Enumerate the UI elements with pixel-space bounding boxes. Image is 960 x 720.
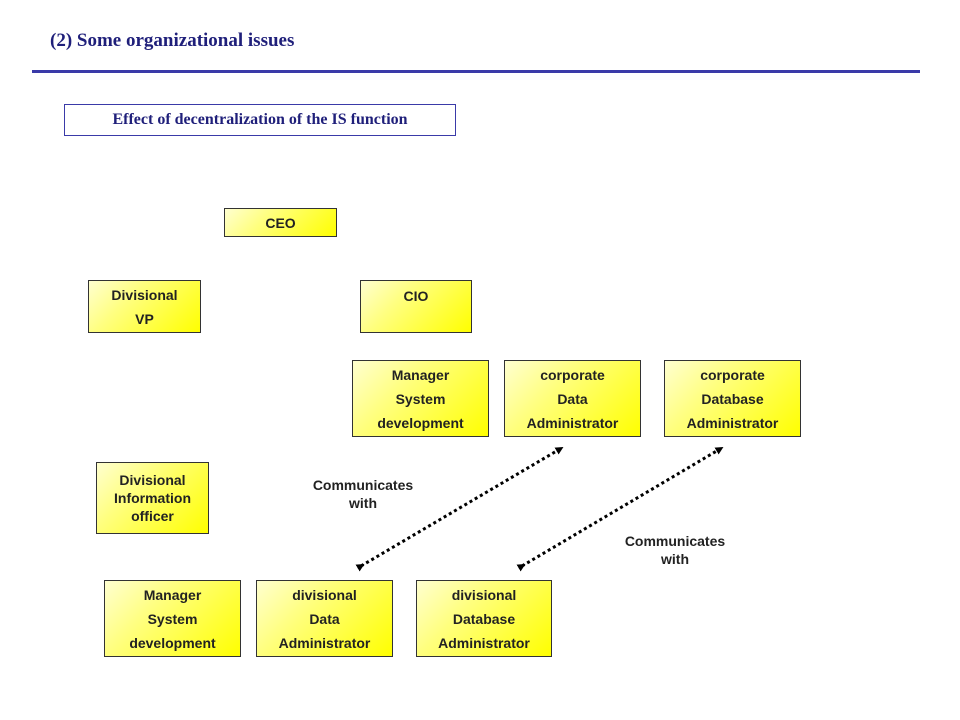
div-info-officer-line-2: Information	[114, 490, 191, 506]
divisional-database-administrator-box: divisional Database Administrator	[416, 580, 552, 657]
comm-1-line-1: Communicates	[312, 477, 414, 493]
corporate-db-admin-line-3: Administrator	[686, 414, 779, 431]
comm-2-line-1: Communicates	[624, 533, 726, 549]
comm-2-line-2: with	[661, 551, 689, 567]
corporate-manager-line-3: development	[377, 414, 464, 431]
divisional-vp-line-1: Divisional	[111, 286, 178, 303]
page-title: (2) Some organizational issues	[50, 30, 295, 51]
div-db-admin-line-1: divisional	[451, 586, 517, 603]
div-data-admin-line-2: Data	[309, 610, 340, 627]
div-info-officer-line-1: Divisional	[119, 472, 186, 488]
cio-box: CIO	[360, 280, 472, 333]
communicates-with-label-2: Communicates with	[610, 532, 740, 568]
divisional-vp-box: Divisional VP	[88, 280, 201, 333]
corporate-data-admin-line-3: Administrator	[526, 414, 619, 431]
cio-label: CIO	[403, 288, 429, 304]
corporate-manager-line-2: System	[395, 390, 446, 407]
corporate-db-admin-line-1: corporate	[700, 366, 765, 383]
div-manager-line-2: System	[147, 610, 198, 627]
diagram-subtitle: Effect of decentralization of the IS fun…	[64, 104, 456, 136]
ceo-label: CEO	[265, 214, 296, 231]
corporate-data-admin-line-2: Data	[557, 390, 588, 407]
corporate-manager-line-1: Manager	[391, 366, 450, 383]
divisional-manager-system-development-box: Manager System development	[104, 580, 241, 657]
comm-1-line-2: with	[349, 495, 377, 511]
communicates-with-label-1: Communicates with	[298, 476, 428, 512]
divisional-information-officer-box: Divisional Information officer	[96, 462, 209, 534]
div-data-admin-line-3: Administrator	[278, 634, 371, 651]
divisional-data-administrator-box: divisional Data Administrator	[256, 580, 393, 657]
div-db-admin-line-3: Administrator	[438, 634, 530, 651]
div-manager-line-3: development	[129, 634, 216, 651]
ceo-box: CEO	[224, 208, 337, 237]
div-info-officer-line-3: officer	[131, 508, 174, 524]
divisional-vp-line-2: VP	[135, 310, 154, 327]
div-data-admin-line-1: divisional	[292, 586, 357, 603]
corporate-database-administrator-box: corporate Database Administrator	[664, 360, 801, 437]
corporate-data-admin-line-1: corporate	[540, 366, 605, 383]
title-divider	[32, 70, 920, 73]
div-db-admin-line-2: Database	[452, 610, 516, 627]
database-admin-communication-link	[516, 446, 724, 572]
div-manager-line-1: Manager	[143, 586, 202, 603]
corporate-data-administrator-box: corporate Data Administrator	[504, 360, 641, 437]
corporate-db-admin-line-2: Database	[701, 390, 764, 407]
corporate-manager-system-development-box: Manager System development	[352, 360, 489, 437]
